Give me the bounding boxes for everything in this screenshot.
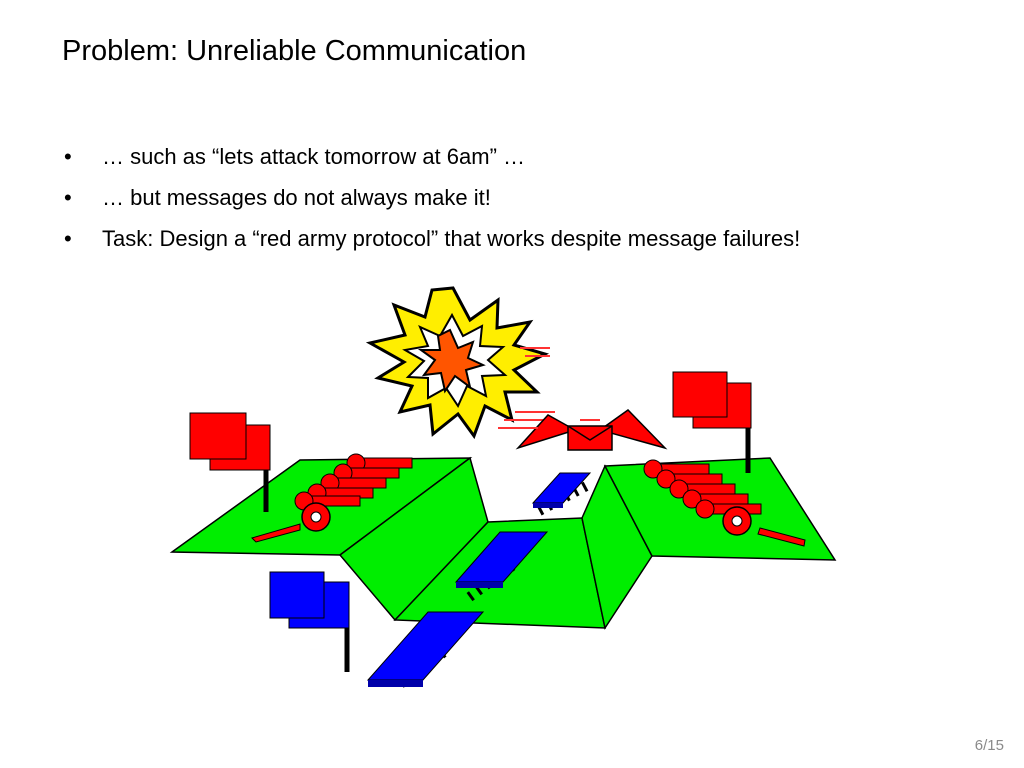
bullet-dot: • [64,144,72,169]
tank-icon [366,611,485,689]
bullet-text: … but messages do not always make it! [102,185,491,210]
blue-flag-icon [269,571,350,672]
bullet-dot: • [64,185,72,210]
red-flag-icon [672,371,752,473]
tank-icon [531,472,592,517]
bullet-item: • … but messages do not always make it! [62,183,800,213]
cannon-icon [643,459,806,547]
bullet-text: Task: Design a “red army protocol” that … [102,226,801,251]
bullet-list: • … such as “lets attack tomorrow at 6am”… [62,142,800,265]
bullet-item: • … such as “lets attack tomorrow at 6am”… [62,142,800,172]
page-number: 6/15 [974,737,1004,754]
cannon-icon [251,453,413,543]
bullet-text: … such as “lets attack tomorrow at 6am” … [102,144,526,169]
winged-envelope-icon [498,409,668,451]
tank-icon [454,531,549,602]
bullet-item: • Task: Design a “red army protocol” that… [62,224,800,254]
bullet-dot: • [64,226,72,251]
red-flag-icon [189,412,271,512]
slide-title: Problem: Unreliable Communication [62,35,527,67]
explosion-icon [365,286,555,440]
